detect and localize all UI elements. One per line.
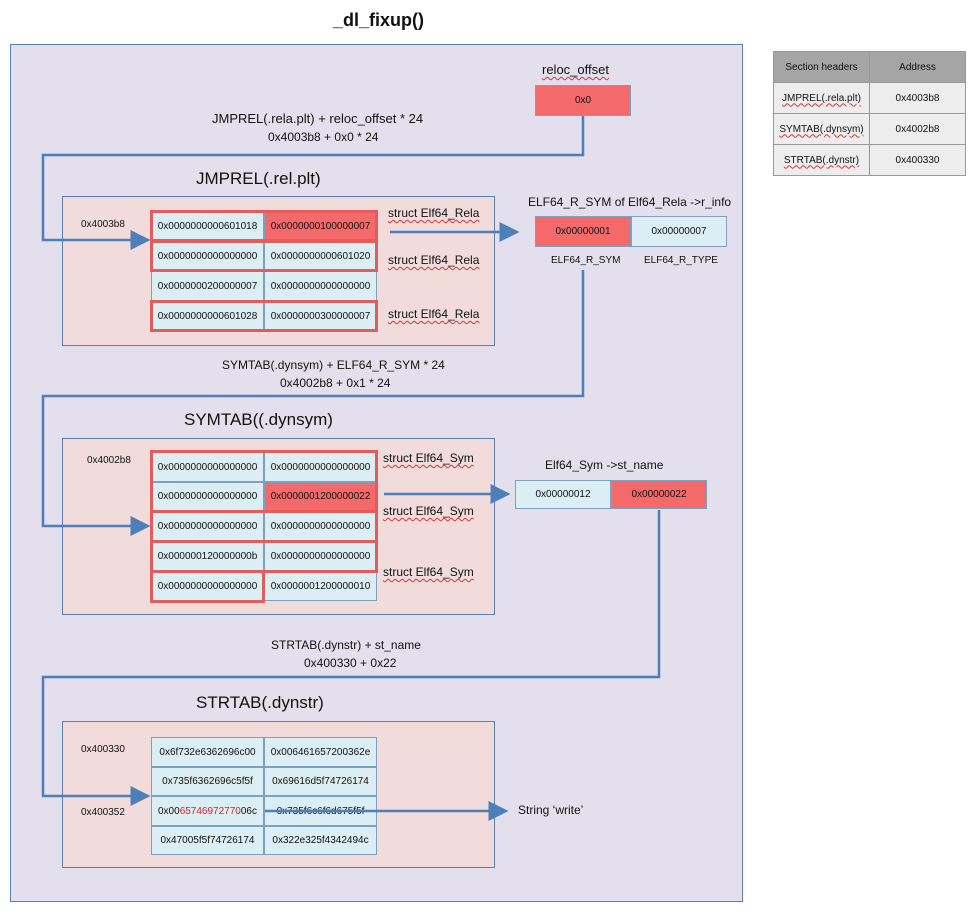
result-string: String ‘write’ xyxy=(518,803,584,817)
struct-sym-label: struct Elf64_Sym xyxy=(383,565,474,579)
diagram-title: _dl_fixup() xyxy=(333,10,425,30)
symtab-cell: 0x0000000000000000 xyxy=(151,452,264,482)
section-address-cell: 0x4002b8 xyxy=(869,113,966,145)
jmprel-cell: 0x0000000000000000 xyxy=(264,271,377,301)
formula-jmprel: JMPREL(.rela.plt) + reloc_offset * 24 xyxy=(212,111,424,126)
formula-strtab-values: 0x400330 + 0x22 xyxy=(304,656,397,670)
section-name-cell: STRTAB(.dynstr) xyxy=(773,144,870,176)
arrow-r-sym-to-symtab xyxy=(41,270,585,536)
formula-symtab-values: 0x4002b8 + 0x1 * 24 xyxy=(280,376,391,390)
symtab-address: 0x4002b8 xyxy=(87,455,131,466)
symtab-title: SYMTAB((.dynsym) xyxy=(184,410,333,429)
symtab-cell: 0x0000000000000000 xyxy=(151,571,264,601)
symtab-cell: 0x0000000000000000 xyxy=(264,511,377,541)
jmprel-address: 0x4003b8 xyxy=(81,219,125,230)
section-name-cell: SYMTAB(.dynsym) xyxy=(773,113,870,145)
st-name-label: Elf64_Sym ->st_name xyxy=(545,458,664,472)
struct-sym-label: struct Elf64_Sym xyxy=(383,504,474,518)
jmprel-cell: 0x0000000300000007 xyxy=(264,301,377,331)
strtab-title: STRTAB(.dynstr) xyxy=(196,693,324,712)
reloc-offset-value: 0x0 xyxy=(535,85,631,116)
formula-jmprel-values: 0x4003b8 + 0x0 * 24 xyxy=(268,130,379,144)
address-col-header: Address xyxy=(869,51,966,83)
formula-symtab: SYMTAB(.dynsym) + ELF64_R_SYM * 24 xyxy=(222,358,445,372)
struct-sym-label: struct Elf64_Sym xyxy=(383,451,474,465)
section-headers-col-header: Section headers xyxy=(773,51,870,83)
struct-rela-label: struct Elf64_Rela xyxy=(388,253,480,267)
strtab-cell: 0x6f732e6362696c00 xyxy=(151,737,264,767)
strtab-address-1: 0x400330 xyxy=(81,744,125,755)
arrow-reloc-to-jmprel xyxy=(41,116,585,250)
section-headers-table: Section headers Address JMPREL(.rela.plt… xyxy=(773,51,966,176)
section-name-cell: JMPREL(.rela.plt) xyxy=(773,82,870,114)
struct-rela-label: struct Elf64_Rela xyxy=(388,206,480,220)
section-address-cell: 0x400330 xyxy=(869,144,966,176)
r-sym-value: 0x00000001 xyxy=(535,216,631,247)
symtab-cell: 0x0000000000000000 xyxy=(264,452,377,482)
r-info-label: ELF64_R_SYM of Elf64_Rela ->r_info xyxy=(528,195,732,209)
arrow-st-name-to-strtab xyxy=(41,510,661,806)
reloc-offset-label: reloc_offset xyxy=(542,62,609,77)
r-sym-caption: ELF64_R_SYM xyxy=(551,255,621,266)
strtab-cell: 0x006461657200362e xyxy=(264,737,377,767)
strtab-address-2: 0x400352 xyxy=(81,807,125,818)
strtab-cell: 0x47005f5f74726174 xyxy=(151,826,264,855)
st-name-value-a: 0x00000012 xyxy=(515,480,611,509)
struct-rela-label: struct Elf64_Rela xyxy=(388,307,480,321)
jmprel-title: JMPREL(.rel.plt) xyxy=(196,169,321,188)
r-type-value: 0x00000007 xyxy=(631,216,727,247)
strtab-cell: 0x322e325f4342494c xyxy=(264,826,377,855)
symtab-cell: 0x0000000000000000 xyxy=(264,541,377,571)
formula-strtab: STRTAB(.dynstr) + st_name xyxy=(271,638,421,652)
st-name-value-b: 0x00000022 xyxy=(611,480,707,509)
section-address-cell: 0x4003b8 xyxy=(869,82,966,114)
strtab-cell: 0x69616d5f74726174 xyxy=(264,767,377,796)
r-type-caption: ELF64_R_TYPE xyxy=(644,255,718,266)
strtab-cell: 0x735f6362696c5f5f xyxy=(151,767,264,796)
